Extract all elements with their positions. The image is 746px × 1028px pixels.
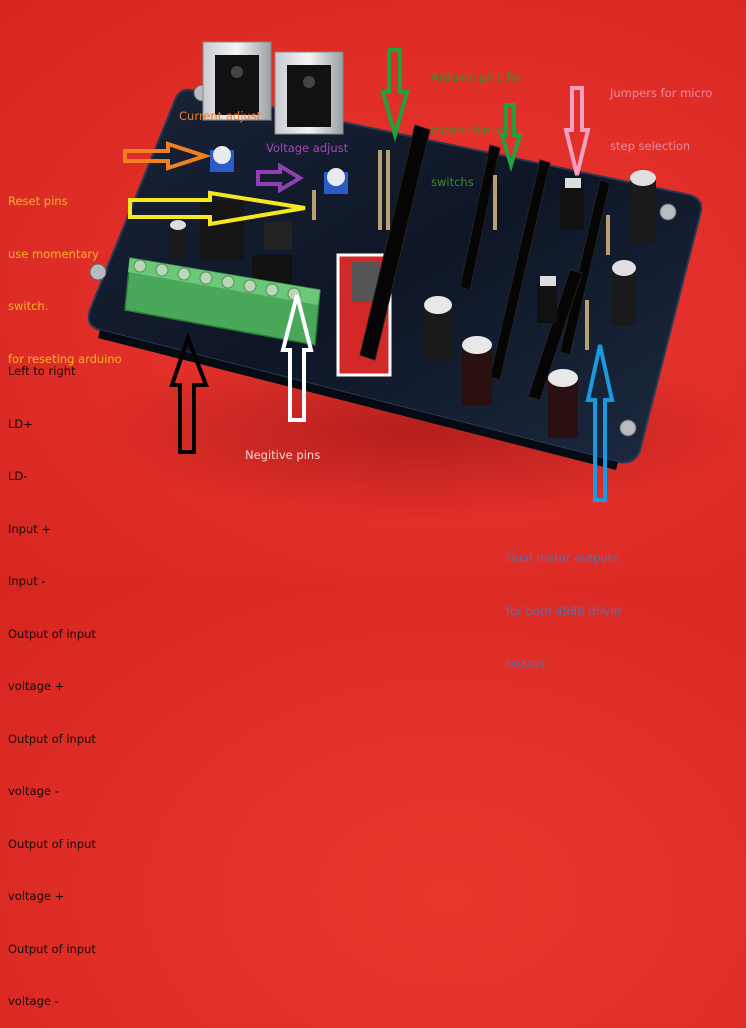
reset-pins-line: Reset pins — [8, 194, 68, 208]
arduino-pins-arrow-1 — [380, 48, 410, 143]
negative-pins-arrow — [280, 294, 314, 422]
reset-pins-arrow — [128, 190, 306, 227]
terminal-block-arrow — [169, 332, 209, 454]
dual-motor-label: Dual motor outputs for both 4988 driver … — [506, 515, 622, 690]
voltage-adjust-label: Voltage adjust — [266, 141, 349, 155]
chips — [200, 178, 584, 323]
terminal-list-label: Left to right LD+ LD- Input + Input - Ou… — [8, 328, 96, 1028]
terminal-list-line: LD- — [8, 469, 28, 483]
mounting-screws — [89, 84, 677, 437]
terminal-list-line: Output of input — [8, 941, 96, 956]
heatsinks — [202, 41, 392, 377]
dual-motor-line: boards — [506, 656, 546, 670]
terminal-list-line: voltage + — [8, 679, 65, 693]
voltage-adjust-arrow — [256, 162, 304, 194]
arduino-pins-line: inputs like limit — [431, 122, 519, 137]
pin-headers — [312, 150, 610, 350]
terminal-list-line: Output of input — [8, 626, 96, 641]
current-adjust-arrow — [123, 141, 212, 171]
terminal-list-line: Input + — [8, 521, 52, 536]
reset-pins-label: Reset pins use momentary switch. for res… — [8, 158, 122, 386]
jumpers-label: Jumpers for micro step selection — [610, 50, 712, 173]
potentiometers — [210, 146, 348, 194]
arduino-pins-line: switchs — [431, 175, 474, 189]
arduino-pins-label: Arduino pins for inputs like limit switc… — [431, 34, 522, 209]
reset-pins-line: use momentary — [8, 246, 99, 261]
negative-pins-label: Negitive pins — [245, 448, 321, 462]
arduino-pins-line: Arduino pins for — [431, 70, 523, 84]
jumpers-line: Jumpers for micro — [610, 86, 713, 100]
arduino-pins-arrow-2 — [499, 103, 523, 172]
capacitors — [170, 170, 656, 438]
terminal-block — [124, 257, 321, 346]
terminal-list-line: voltage + — [8, 889, 65, 903]
reset-pins-line: switch. — [8, 299, 49, 313]
terminal-list-line: Left to right — [8, 364, 76, 378]
terminal-list-line: Input - — [8, 574, 46, 588]
current-adjust-label: Current adjust — [179, 109, 262, 123]
jumpers-arrow — [563, 86, 591, 176]
terminal-list-line: Output of input — [8, 836, 96, 851]
dual-motor-line: for both 4988 driver — [506, 603, 623, 618]
reset-pins-line: for reseting arduino — [8, 351, 122, 366]
terminal-list-line: voltage - — [8, 784, 59, 798]
dual-motor-arrow — [585, 344, 615, 502]
board-photo — [87, 41, 746, 520]
terminal-list-line: Output of input — [8, 731, 96, 746]
terminal-list-line: voltage - — [8, 994, 59, 1008]
jumpers-line: step selection — [610, 138, 691, 153]
terminal-list-line: LD+ — [8, 416, 33, 431]
dual-motor-line: Dual motor outputs — [506, 551, 619, 565]
pcb-edge — [98, 330, 618, 470]
header-strips — [359, 124, 611, 401]
